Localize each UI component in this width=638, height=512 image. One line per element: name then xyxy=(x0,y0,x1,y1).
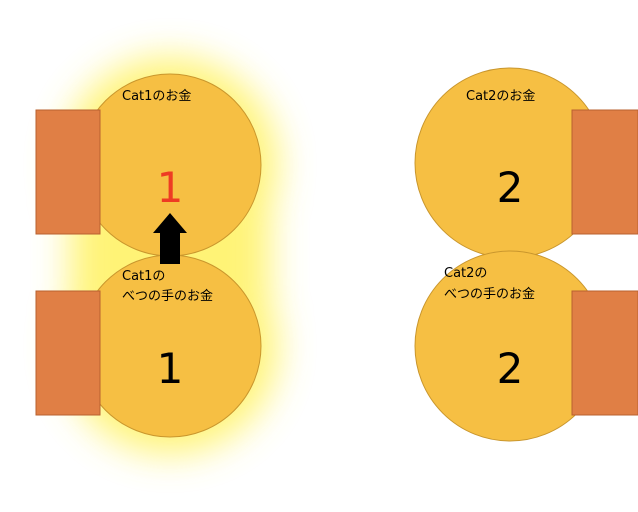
cat2-other-money-label-line2: べつの手のお金 xyxy=(444,286,535,302)
cat2-hand-bottom xyxy=(571,290,638,416)
cat1-hand-top xyxy=(35,109,101,235)
cat1-other-money-coin: Cat1の べつの手のお金 1 xyxy=(78,254,262,438)
cat1-money-label: Cat1のお金 xyxy=(122,88,191,104)
cat2-other-money-label-line1: Cat2の xyxy=(444,266,487,281)
up-arrow-icon xyxy=(153,213,187,264)
cat1-other-money-label-line1: Cat1の xyxy=(122,269,165,284)
cat1-money-value: 1 xyxy=(157,163,184,212)
cat1-other-money-value: 1 xyxy=(157,344,184,393)
cat2-money-coin: Cat2のお金 2 xyxy=(414,67,606,259)
cat1-money-coin: Cat1のお金 1 xyxy=(78,73,262,257)
cat2-money-value: 2 xyxy=(497,163,524,212)
cat2-other-money-coin: Cat2の べつの手のお金 2 xyxy=(414,250,606,442)
cat2-other-money-value: 2 xyxy=(497,344,524,393)
cat2-hand-top xyxy=(571,109,638,235)
cat2-money-label: Cat2のお金 xyxy=(466,88,535,104)
cat1-other-money-label-line2: べつの手のお金 xyxy=(122,288,213,304)
cat1-hand-bottom xyxy=(35,290,101,416)
